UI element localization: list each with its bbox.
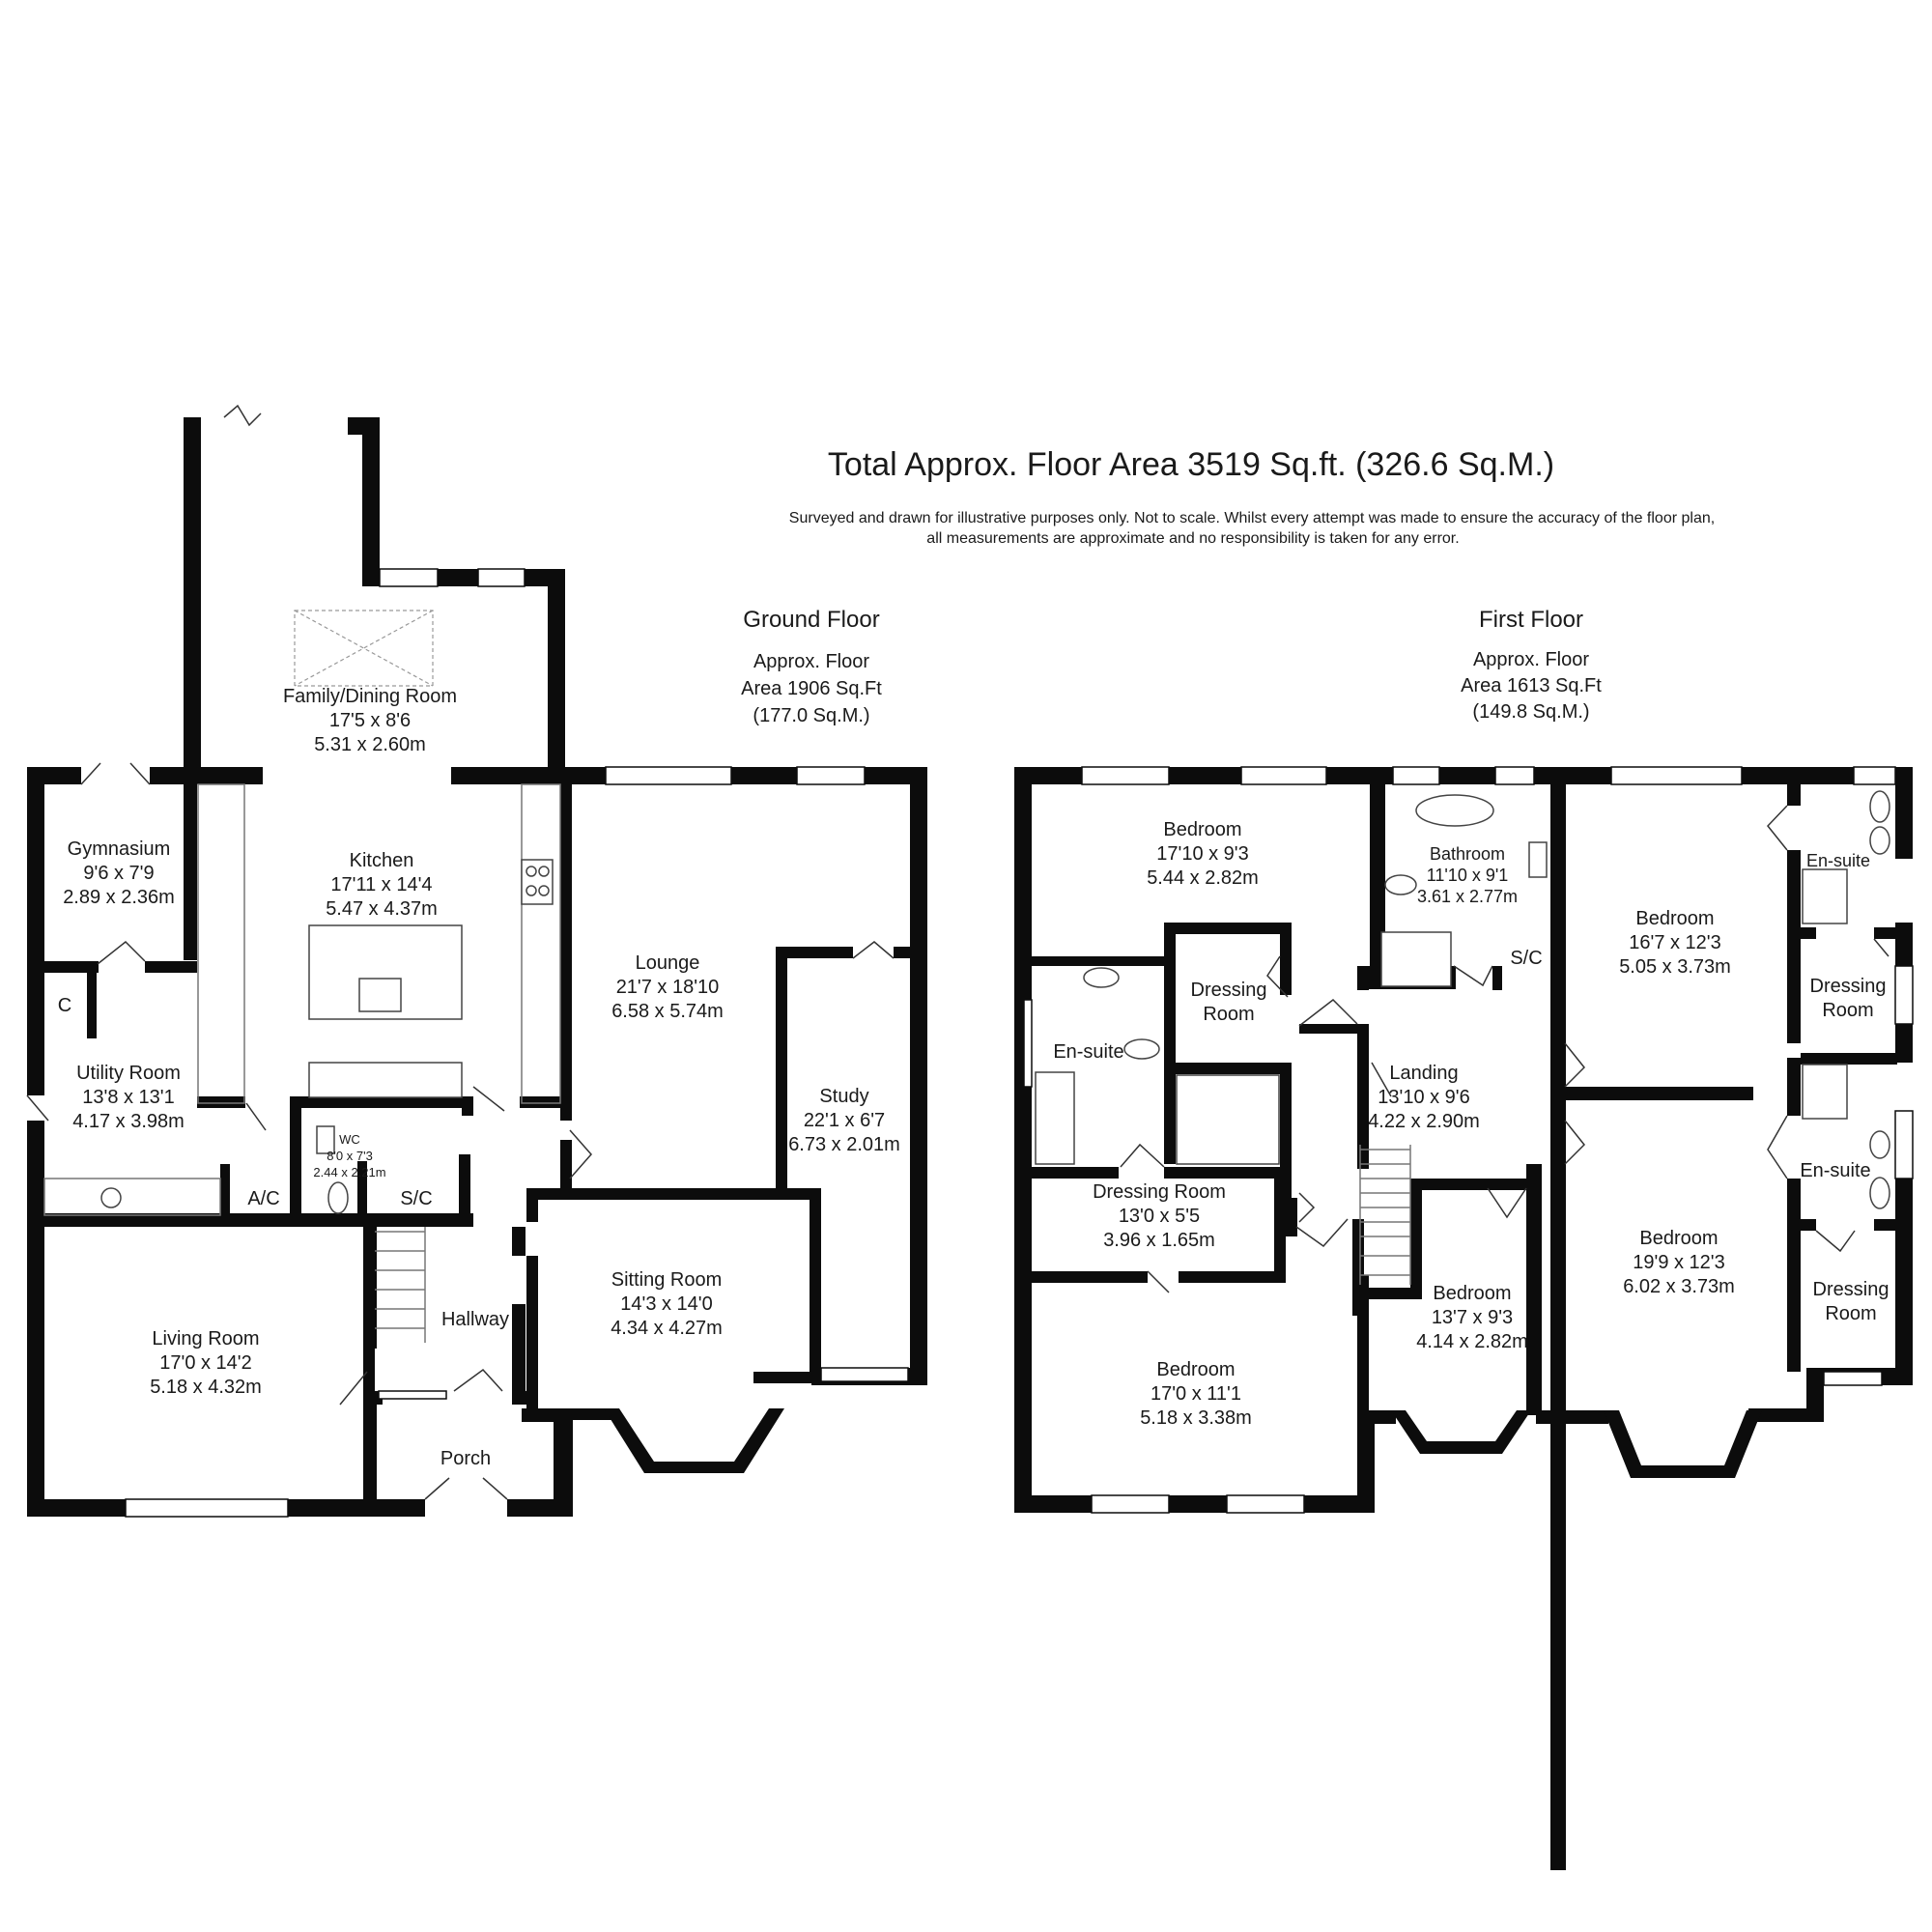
- svg-text:13'10 x 9'6: 13'10 x 9'6: [1378, 1087, 1470, 1108]
- room-kitchen: Kitchen: [350, 850, 414, 871]
- svg-text:9'6 x 7'9: 9'6 x 7'9: [83, 863, 154, 884]
- room-ensuite-left: En-suite: [1053, 1041, 1123, 1063]
- room-dressing-bottom-right: Dressing: [1813, 1279, 1889, 1300]
- svg-text:5.18 x 3.38m: 5.18 x 3.38m: [1140, 1407, 1252, 1429]
- room-ac: A/C: [247, 1188, 279, 1209]
- ground-floor-windows: [125, 404, 909, 1518]
- room-bedroom-5: Bedroom: [1433, 1283, 1511, 1304]
- svg-text:22'1 x 6'7: 22'1 x 6'7: [804, 1110, 885, 1131]
- first-floor-labels: Bedroom 17'10 x 9'3 5.44 x 2.82m Bathroo…: [1053, 819, 1889, 1429]
- svg-text:17'5 x 8'6: 17'5 x 8'6: [329, 710, 411, 731]
- room-bathroom: Bathroom: [1430, 844, 1505, 864]
- svg-text:5.05 x 3.73m: 5.05 x 3.73m: [1619, 956, 1731, 978]
- first-floor-windows: [1023, 766, 1914, 1514]
- svg-text:2.89 x 2.36m: 2.89 x 2.36m: [63, 887, 175, 908]
- svg-text:First Floor: First Floor: [1479, 607, 1583, 633]
- ground-floor-walls: [27, 417, 927, 1517]
- svg-text:6.58 x 5.74m: 6.58 x 5.74m: [611, 1001, 724, 1022]
- room-sitting: Sitting Room: [611, 1269, 723, 1291]
- room-landing: Landing: [1389, 1063, 1458, 1084]
- room-utility: Utility Room: [76, 1063, 181, 1084]
- room-porch: Porch: [440, 1448, 491, 1469]
- room-sc: S/C: [400, 1188, 432, 1209]
- svg-text:13'0 x 5'5: 13'0 x 5'5: [1119, 1206, 1200, 1227]
- svg-text:(149.8 Sq.M.): (149.8 Sq.M.): [1472, 701, 1589, 723]
- svg-text:3.96 x 1.65m: 3.96 x 1.65m: [1103, 1230, 1215, 1251]
- room-bedroom-4: Bedroom: [1156, 1359, 1235, 1380]
- svg-text:4.22 x 2.90m: 4.22 x 2.90m: [1368, 1111, 1480, 1132]
- svg-text:Room: Room: [1822, 1000, 1873, 1021]
- room-study: Study: [819, 1086, 868, 1107]
- svg-text:5.44 x 2.82m: 5.44 x 2.82m: [1147, 867, 1259, 889]
- room-dressing-top-right: Dressing: [1810, 976, 1887, 997]
- first-floor-heading: First Floor Approx. Floor Area 1613 Sq.F…: [1461, 607, 1602, 723]
- svg-text:Room: Room: [1203, 1004, 1254, 1025]
- disclaimer-line-1: Surveyed and drawn for illustrative purp…: [789, 510, 1715, 526]
- room-bedroom-2: Bedroom: [1635, 908, 1714, 929]
- svg-text:4.14 x 2.82m: 4.14 x 2.82m: [1416, 1331, 1528, 1352]
- total-area-title: Total Approx. Floor Area 3519 Sq.ft. (32…: [828, 446, 1554, 483]
- ground-floor-fixtures: [26, 610, 895, 1500]
- room-ensuite-top-right: En-suite: [1806, 851, 1870, 870]
- first-floor-fixtures: [1035, 790, 1890, 1293]
- svg-text:Ground Floor: Ground Floor: [743, 607, 879, 633]
- svg-text:17'0 x 11'1: 17'0 x 11'1: [1151, 1383, 1241, 1405]
- room-dressing-long: Dressing Room: [1093, 1181, 1226, 1203]
- room-ensuite-right: En-suite: [1800, 1160, 1870, 1181]
- svg-text:6.73 x 2.01m: 6.73 x 2.01m: [788, 1134, 900, 1155]
- ground-floor-labels: Family/Dining Room 17'5 x 8'6 5.31 x 2.6…: [58, 686, 900, 1469]
- room-family-dining: Family/Dining Room: [283, 686, 457, 707]
- svg-text:2.44 x 2.21m: 2.44 x 2.21m: [313, 1165, 385, 1179]
- svg-text:4.17 x 3.98m: 4.17 x 3.98m: [72, 1111, 185, 1132]
- svg-text:Approx. Floor: Approx. Floor: [753, 651, 869, 672]
- svg-text:16'7 x 12'3: 16'7 x 12'3: [1629, 932, 1721, 953]
- room-bedroom-3: Bedroom: [1639, 1228, 1718, 1249]
- svg-text:17'0 x 14'2: 17'0 x 14'2: [159, 1352, 252, 1374]
- svg-text:5.18 x 4.32m: 5.18 x 4.32m: [150, 1377, 262, 1398]
- svg-text:13'8 x 13'1: 13'8 x 13'1: [82, 1087, 175, 1108]
- svg-text:Approx. Floor: Approx. Floor: [1473, 649, 1589, 670]
- ground-floor-heading: Ground Floor Approx. Floor Area 1906 Sq.…: [741, 607, 882, 726]
- svg-text:17'11 x 14'4: 17'11 x 14'4: [330, 874, 432, 895]
- svg-text:(177.0 Sq.M.): (177.0 Sq.M.): [753, 705, 869, 726]
- room-cupboard: C: [58, 995, 71, 1016]
- svg-text:5.47 x 4.37m: 5.47 x 4.37m: [326, 898, 438, 920]
- svg-text:17'10 x 9'3: 17'10 x 9'3: [1156, 843, 1249, 865]
- room-dressing-left: Dressing: [1191, 980, 1267, 1001]
- room-first-sc: S/C: [1510, 948, 1542, 969]
- svg-text:8'0 x 7'3: 8'0 x 7'3: [327, 1149, 373, 1163]
- svg-text:Room: Room: [1825, 1303, 1876, 1324]
- svg-text:6.02 x 3.73m: 6.02 x 3.73m: [1623, 1276, 1735, 1297]
- svg-text:11'10 x 9'1: 11'10 x 9'1: [1427, 866, 1509, 885]
- disclaimer-line-2: all measurements are approximate and no …: [926, 530, 1459, 547]
- svg-text:19'9 x 12'3: 19'9 x 12'3: [1633, 1252, 1725, 1273]
- svg-text:4.34 x 4.27m: 4.34 x 4.27m: [611, 1318, 723, 1339]
- svg-text:5.31 x 2.60m: 5.31 x 2.60m: [314, 734, 426, 755]
- svg-text:Area 1906 Sq.Ft: Area 1906 Sq.Ft: [741, 678, 882, 699]
- room-lounge: Lounge: [636, 952, 700, 974]
- svg-text:14'3 x 14'0: 14'3 x 14'0: [620, 1293, 713, 1315]
- room-gymnasium: Gymnasium: [68, 838, 171, 860]
- svg-text:Area 1613 Sq.Ft: Area 1613 Sq.Ft: [1461, 675, 1602, 696]
- room-bedroom-1: Bedroom: [1163, 819, 1241, 840]
- room-wc: WC: [339, 1132, 360, 1147]
- room-living: Living Room: [152, 1328, 259, 1350]
- svg-text:13'7 x 9'3: 13'7 x 9'3: [1432, 1307, 1513, 1328]
- svg-text:3.61 x 2.77m: 3.61 x 2.77m: [1417, 887, 1518, 906]
- room-hallway: Hallway: [441, 1309, 509, 1330]
- svg-text:21'7 x 18'10: 21'7 x 18'10: [616, 977, 720, 998]
